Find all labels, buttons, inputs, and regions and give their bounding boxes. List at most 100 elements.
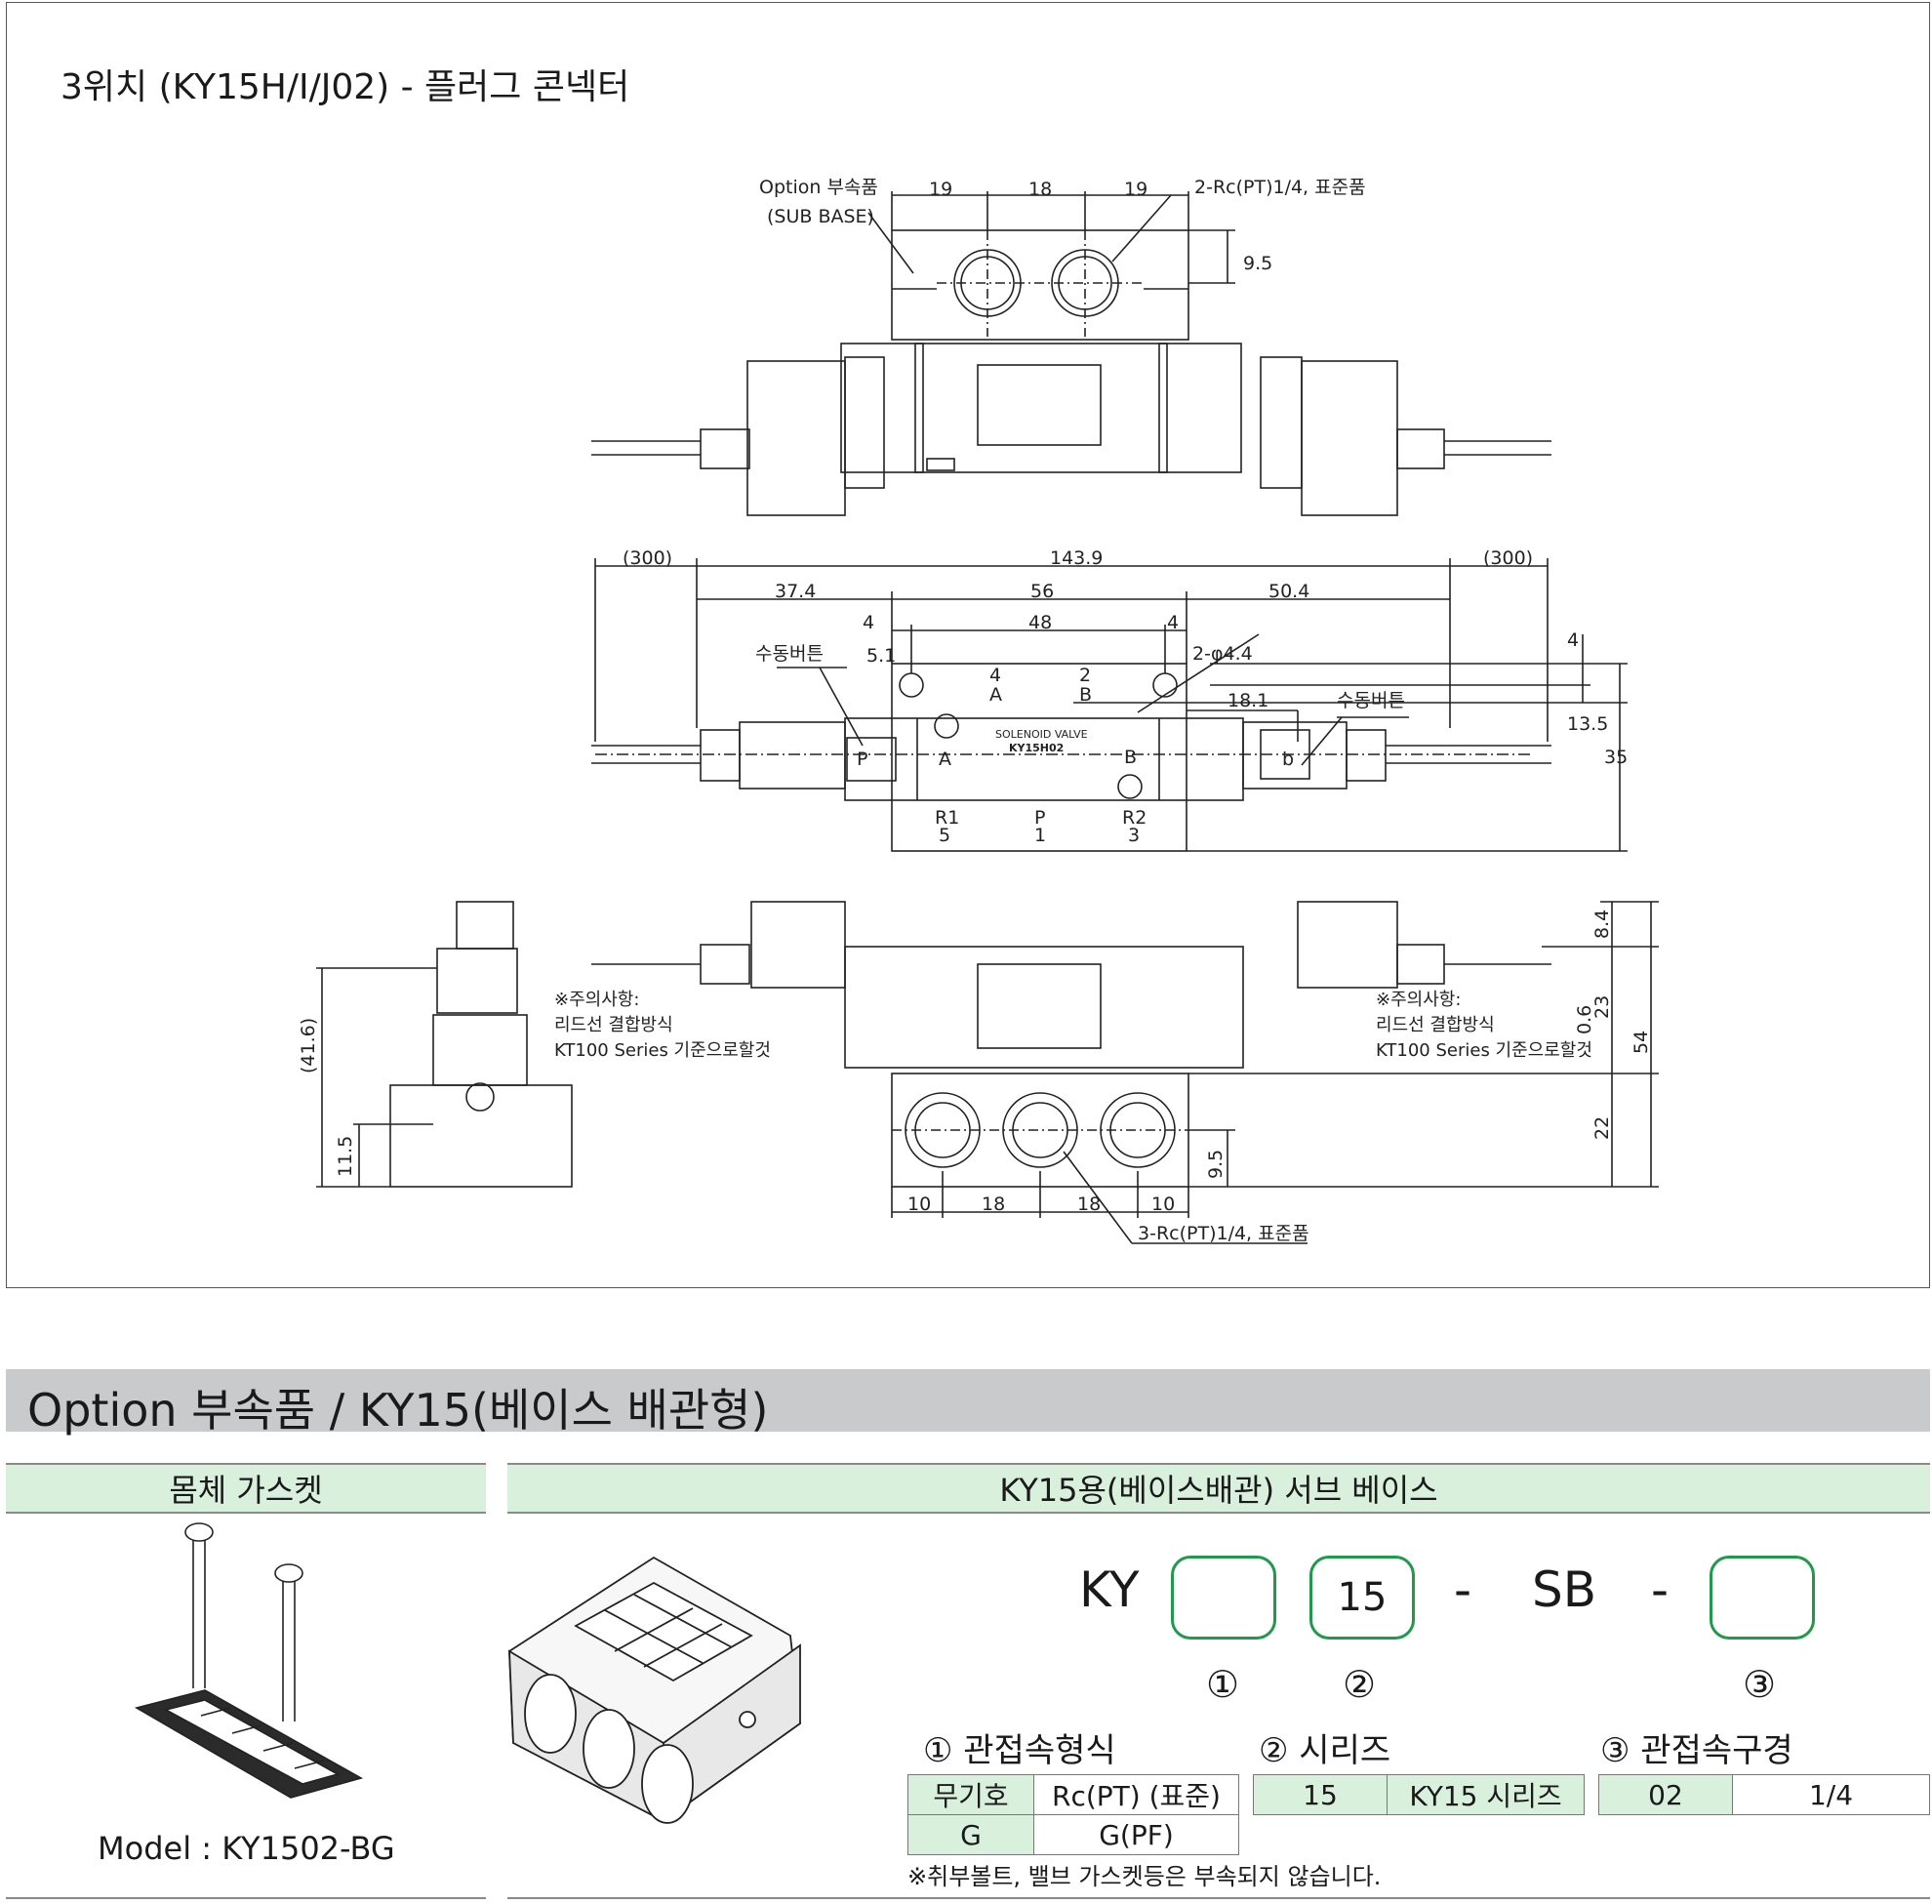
leader-line <box>1301 716 1343 766</box>
dim-13-5: 13.5 <box>1567 713 1608 735</box>
leader-line <box>1063 1151 1133 1244</box>
dim-56: 56 <box>1030 581 1054 602</box>
code-prefix: KY <box>1079 1561 1140 1618</box>
dim-top-3: 19 <box>1124 179 1147 200</box>
port-label-B: B <box>1124 747 1137 768</box>
dim-37-4: 37.4 <box>775 581 816 602</box>
spec1-title: ① 관접속형식 <box>923 1731 1116 1770</box>
spec2-r1-value: KY15 시리즈 <box>1387 1774 1585 1815</box>
manual-button-left: 수동버튼 <box>755 643 824 665</box>
spec1-r2-value: G(PF) <box>1033 1814 1239 1855</box>
dim-0-6: 0.6 <box>1574 1005 1595 1034</box>
dim-8-4: 8.4 <box>1591 910 1613 939</box>
option-label: Option 부속품 <box>759 177 878 198</box>
spec1-table: 무기호 Rc(PT) (표준) G G(PF) <box>907 1774 1239 1855</box>
side-mark-P: P <box>857 749 867 770</box>
option-banner: Option 부속품 / KY15(베이스 배관형) <box>6 1369 1930 1437</box>
caution-right-1: ※주의사항: <box>1376 990 1461 1010</box>
dim-48: 48 <box>1028 612 1052 633</box>
code-dash-1: - <box>1454 1561 1472 1618</box>
drawing-title: 3위치 (KY15H/I/J02) - 플러그 콘넥터 <box>60 67 630 107</box>
spec1-r1-code: 무기호 <box>907 1774 1034 1815</box>
port-R1: R1 <box>935 807 959 829</box>
front-sub-base <box>891 663 1187 852</box>
dim-11-5: 11.5 <box>335 1136 356 1177</box>
dim-54: 54 <box>1630 1031 1652 1054</box>
dim-22: 22 <box>1591 1116 1613 1140</box>
spec3-table: 02 1/4 <box>1598 1774 1930 1815</box>
dim-9-5-side: 9.5 <box>1205 1150 1227 1179</box>
spec2-r1-code: 15 <box>1253 1774 1388 1815</box>
dim-4-side: 4 <box>1567 629 1579 651</box>
leader-line <box>819 667 864 747</box>
top-view <box>591 191 1551 516</box>
caution-left-3: KT100 Series 기준으로할것 <box>554 1040 771 1061</box>
spec1-r1-value: Rc(PT) (표준) <box>1033 1774 1239 1815</box>
spec3-r1-value: 1/4 <box>1732 1774 1930 1815</box>
hole-label: 2-φ4.4 <box>1192 643 1253 665</box>
front-view <box>591 558 1628 852</box>
side-view-left <box>316 901 573 1188</box>
subbase-header: KY15용(베이스배관) 서브 베이스 <box>507 1463 1930 1514</box>
caution-left-2: 리드선 결합방식 <box>554 1015 673 1035</box>
dim-5-1: 5.1 <box>866 645 896 667</box>
dim-top-4: 9.5 <box>1243 253 1272 274</box>
code-box-series: 15 <box>1309 1556 1415 1640</box>
gasket-header: 몸체 가스켓 <box>6 1463 486 1514</box>
port-mark-2: 2 <box>1079 665 1091 686</box>
port-5: 5 <box>939 825 950 846</box>
manual-button-right: 수동버튼 <box>1337 690 1405 711</box>
dim-bottom-10-b: 10 <box>1151 1194 1175 1215</box>
sub-base-outline <box>891 229 1189 341</box>
gasket-illustration <box>134 1522 364 1799</box>
sub-base-label: (SUB BASE) <box>767 206 874 227</box>
dim-35: 35 <box>1604 747 1628 768</box>
body-label-1: SOLENOID VALVE <box>995 728 1088 741</box>
spec3-title: ③ 관접속구경 <box>1600 1731 1793 1770</box>
caution-right-2: 리드선 결합방식 <box>1376 1015 1495 1035</box>
drawing-frame <box>6 2 1930 1288</box>
spec1-r2-code: G <box>907 1814 1034 1855</box>
dim-300-left: (300) <box>623 547 672 569</box>
port-mark-4: 4 <box>989 665 1001 686</box>
side-view-right <box>591 901 1659 1244</box>
footnote: ※취부볼트, 밸브 가스켓등은 부속되지 않습니다. <box>907 1863 1382 1890</box>
port-P: P <box>1034 807 1045 829</box>
dim-300-right: (300) <box>1483 547 1533 569</box>
port-label-A: A <box>939 749 951 770</box>
bottom-line-right <box>507 1897 1930 1899</box>
port-mark-A: A <box>989 684 1002 706</box>
spec2-title: ② 시리즈 <box>1259 1731 1391 1770</box>
code-box-port-size <box>1710 1556 1815 1640</box>
dim-bottom-18-a: 18 <box>982 1194 1005 1215</box>
marker-2: ② <box>1343 1663 1377 1706</box>
marker-1: ① <box>1206 1663 1240 1706</box>
code-dash-2: - <box>1651 1561 1670 1618</box>
body-label-2: KY15H02 <box>1009 742 1064 754</box>
dim-4-left: 4 <box>863 612 874 633</box>
port-1: 1 <box>1034 825 1046 846</box>
leader-line <box>1111 194 1172 263</box>
spec2-table: 15 KY15 시리즈 <box>1253 1774 1585 1815</box>
caution-left-1: ※주의사항: <box>554 990 639 1010</box>
spec3-r1-code: 02 <box>1598 1774 1733 1815</box>
gasket-model: Model : KY1502-BG <box>98 1830 395 1867</box>
dim-50-4: 50.4 <box>1268 581 1309 602</box>
valve-body <box>840 343 1242 473</box>
port-3: 3 <box>1128 825 1140 846</box>
dim-top-1: 19 <box>929 179 952 200</box>
side-port-label: 3-Rc(PT)1/4, 표준품 <box>1138 1223 1309 1244</box>
drawing-labels: Option 부속품 (SUB BASE) 19 18 19 9.5 2-Rc(… <box>298 177 1652 1244</box>
caution-right-3: KT100 Series 기준으로할것 <box>1376 1040 1592 1061</box>
dim-18-1: 18.1 <box>1228 690 1268 711</box>
subbase-illustration <box>508 1556 801 1824</box>
technical-drawing <box>316 191 1659 1244</box>
dim-bottom-18-b: 18 <box>1077 1194 1101 1215</box>
dim-bottom-10-a: 10 <box>907 1194 931 1215</box>
option-banner-title: Option 부속품 / KY15(베이스 배관형) <box>27 1384 769 1437</box>
marker-3: ③ <box>1743 1663 1777 1706</box>
port-R2: R2 <box>1122 807 1147 829</box>
dim-4-right: 4 <box>1167 612 1179 633</box>
code-mid: SB <box>1532 1561 1597 1618</box>
dim-41-6: (41.6) <box>298 1018 319 1074</box>
